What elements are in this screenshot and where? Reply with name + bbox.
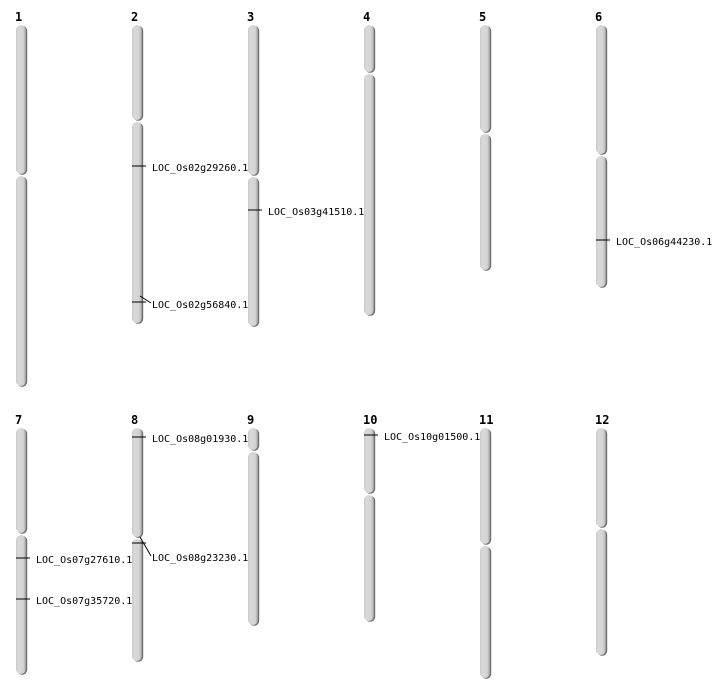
marker-leader-line [139, 536, 152, 557]
chromosome-short-arm [480, 25, 490, 132]
chromosome-label: 4 [363, 10, 370, 24]
marker-label: LOC_Os07g35720.1 [36, 596, 132, 607]
chromosome-short-arm [16, 428, 26, 533]
chromosome-short-arm [364, 428, 374, 493]
chromosome-short-arm [132, 428, 142, 537]
chromosome-long-arm [132, 122, 142, 323]
chromosome-long-arm [364, 74, 374, 315]
marker-label: LOC_Os07g27610.1 [36, 555, 132, 566]
marker-label: LOC_Os10g01500.1 [384, 432, 480, 443]
chromosome-short-arm [132, 25, 142, 120]
chromosome-long-arm [16, 176, 26, 386]
chromosome-long-arm [132, 539, 142, 661]
marker-label: LOC_Os08g23230.1 [152, 553, 248, 564]
marker-label: LOC_Os02g56840.1 [152, 300, 248, 311]
chromosome-label: 3 [247, 10, 254, 24]
marker-leader-line [139, 295, 152, 304]
chromosome-label: 2 [131, 10, 138, 24]
chromosome-long-arm [248, 452, 258, 625]
chromosome-short-arm [596, 25, 606, 154]
chromosome-short-arm [248, 428, 258, 450]
chromosome-label: 1 [15, 10, 22, 24]
chromosome-label: 6 [595, 10, 602, 24]
chromosome-label: 11 [479, 413, 493, 427]
chromosome-label: 7 [15, 413, 22, 427]
chromosome-short-arm [364, 25, 374, 72]
chromosome-label: 12 [595, 413, 609, 427]
chromosome-short-arm [248, 25, 258, 175]
chromosome-long-arm [596, 156, 606, 287]
chromosome-label: 10 [363, 413, 377, 427]
chromosome-label: 9 [247, 413, 254, 427]
marker-label: LOC_Os06g44230.1 [616, 237, 712, 248]
chromosome-long-arm [596, 529, 606, 655]
chromosome-long-arm [480, 134, 490, 270]
chromosome-label: 5 [479, 10, 486, 24]
marker-label: LOC_Os02g29260.1 [152, 163, 248, 174]
marker-label: LOC_Os03g41510.1 [268, 207, 364, 218]
chromosome-short-arm [480, 428, 490, 544]
chromosome-label: 8 [131, 413, 138, 427]
chromosome-long-arm [364, 495, 374, 621]
chromosome-long-arm [480, 546, 490, 678]
chromosome-long-arm [248, 177, 258, 326]
chromosome-short-arm [596, 428, 606, 527]
chromosome-long-arm [16, 535, 26, 674]
chromosome-short-arm [16, 25, 26, 174]
marker-label: LOC_Os08g01930.1 [152, 434, 248, 445]
